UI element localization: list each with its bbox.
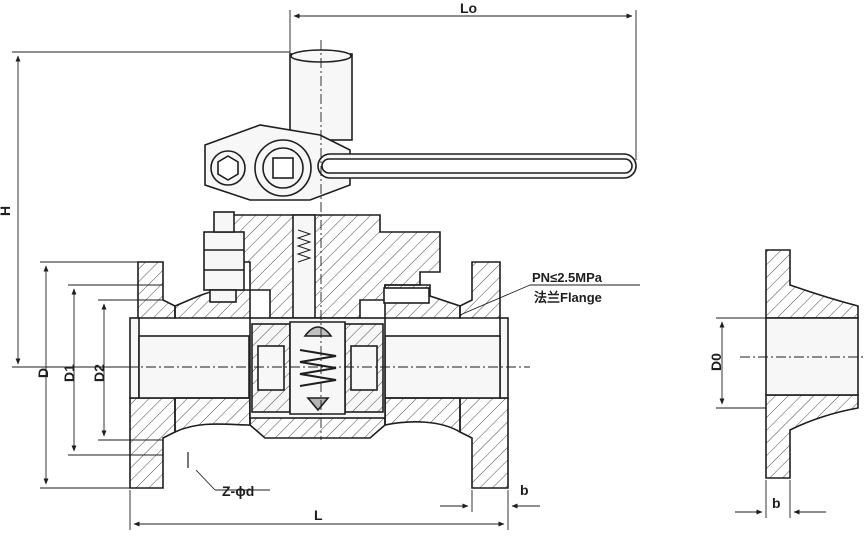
label-b-main: b <box>520 482 529 498</box>
bolt-nut <box>209 289 237 303</box>
label-b-detail: b <box>772 495 781 511</box>
dimension-lines <box>12 10 640 530</box>
stem-nut-hex <box>272 157 294 179</box>
plug-dome <box>303 326 333 337</box>
flange-detail-lower <box>765 394 859 479</box>
plug-spring <box>299 349 337 387</box>
label-D: D <box>35 368 51 378</box>
plug-right-ring <box>350 345 378 391</box>
label-L0: Lo <box>460 0 477 16</box>
left-flange-face <box>129 317 140 399</box>
plug-bottom-cone <box>306 397 330 412</box>
hex-bolt-icon <box>217 155 239 181</box>
plug-left-ring <box>257 345 285 391</box>
label-D0: D0 <box>708 353 724 371</box>
bore <box>138 335 250 399</box>
plug-core <box>289 321 346 415</box>
label-flange: 法兰Flange <box>534 290 602 305</box>
label-D1: D1 <box>61 364 77 382</box>
flange-detail-upper <box>765 249 859 319</box>
bolt-head <box>203 231 245 291</box>
label-Z-phi-d: Z-ϕd <box>222 483 254 499</box>
right-flange <box>459 261 501 319</box>
bolt-shank <box>213 211 235 233</box>
label-D2: D2 <box>91 364 107 382</box>
label-pn-rating: PN≤2.5MPa <box>532 270 603 285</box>
bonnet-port <box>383 287 430 304</box>
handle-bar-slot <box>321 158 633 174</box>
valve-body <box>129 49 509 489</box>
right-flange-face <box>499 317 509 399</box>
left-flange-lower <box>129 397 176 489</box>
label-L: L <box>314 507 323 523</box>
right-flange-lower <box>459 397 509 489</box>
body-lower-wall <box>174 397 251 434</box>
flange-detail-dimensions <box>716 317 826 518</box>
stem <box>292 214 316 319</box>
flange-detail <box>740 249 864 479</box>
body-lower-wall-right <box>384 397 461 434</box>
label-H: H <box>0 206 13 216</box>
left-flange <box>137 261 176 319</box>
handle <box>204 124 637 201</box>
stem-thread <box>296 229 312 263</box>
flange-detail-bore <box>765 317 859 396</box>
